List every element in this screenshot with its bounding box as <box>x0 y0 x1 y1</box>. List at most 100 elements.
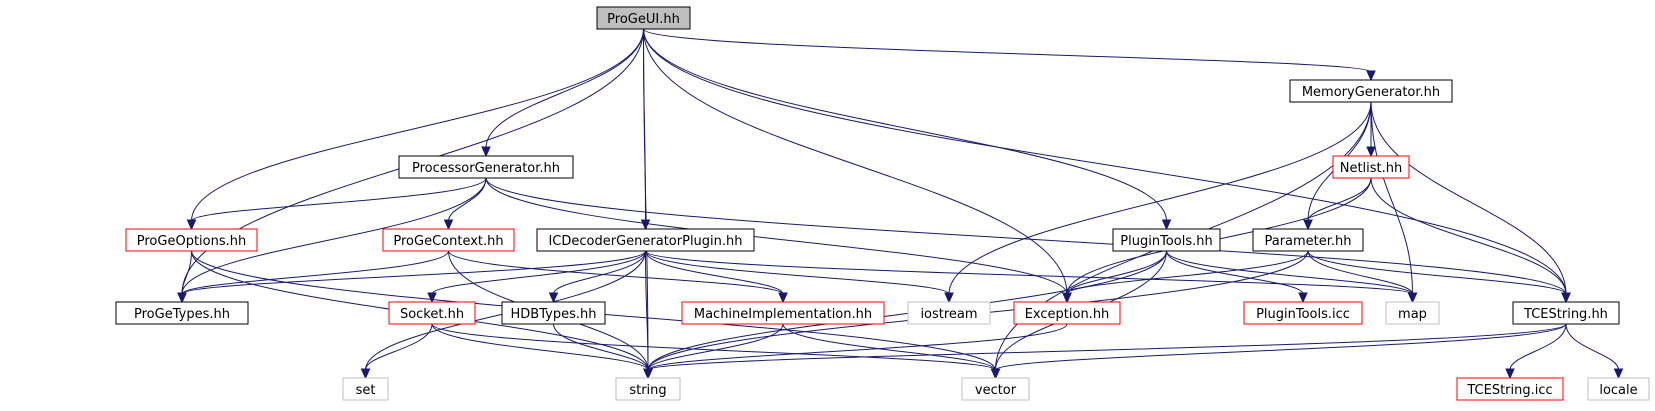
node-icdecoder[interactable]: ICDecoderGeneratorPlugin.hh <box>536 228 755 252</box>
node-label: ProGeContext.hh <box>393 234 503 249</box>
arrowhead-icon <box>177 292 187 304</box>
node-label: HDBTypes.hh <box>511 307 597 322</box>
edge-processorgenerator-to-progeoptions <box>186 177 487 231</box>
node-progeui[interactable]: ProGeUI.hh <box>596 6 691 30</box>
edge-netlist-to-tcestring <box>1370 177 1571 304</box>
arrowhead-icon <box>443 219 454 231</box>
edge-line <box>485 28 644 149</box>
node-plugintools[interactable]: PluginTools.hh <box>1112 228 1221 252</box>
arrowhead-icon <box>944 292 954 304</box>
node-label: TCEString.hh <box>1523 307 1608 322</box>
edge-progeui-to-progeoptions <box>186 28 644 231</box>
edge-memorygenerator-to-map <box>1370 101 1418 304</box>
edge-line <box>1370 101 1413 295</box>
nodes-layer: ProGeUI.hh MemoryGenerator.hh ProcessorG… <box>115 6 1650 401</box>
edge-icdecoder-to-progetypes <box>177 250 646 304</box>
node-progeoptions[interactable]: ProGeOptions.hh <box>125 228 258 252</box>
node-hdbtypes[interactable]: HDBTypes.hh <box>501 301 606 325</box>
edge-line <box>181 250 449 295</box>
edge-line <box>1509 323 1567 371</box>
edge-parameter-to-exception <box>1062 250 1309 304</box>
edge-line <box>181 250 646 295</box>
edge-line <box>643 28 1068 295</box>
node-plugintoolsicc[interactable]: PluginTools.icc <box>1243 301 1363 325</box>
node-locale[interactable]: locale <box>1587 377 1650 401</box>
node-vector[interactable]: vector <box>961 377 1030 401</box>
edge-line <box>448 250 784 295</box>
node-set[interactable]: set <box>342 377 389 401</box>
node-label: locale <box>1599 383 1637 398</box>
arrowhead-icon <box>990 368 1001 380</box>
edge-line <box>647 323 784 371</box>
arrowhead-icon <box>1613 368 1624 380</box>
node-label: Netlist.hh <box>1340 161 1403 176</box>
node-socket[interactable]: Socket.hh <box>388 301 476 325</box>
node-netlist[interactable]: Netlist.hh <box>1332 155 1410 179</box>
edge-line <box>643 28 649 371</box>
node-label: PluginTools.icc <box>1256 307 1350 322</box>
edge-line <box>643 28 1567 295</box>
arrowhead-icon <box>778 292 788 304</box>
edge-line <box>645 250 950 295</box>
arrowhead-icon <box>1298 292 1308 304</box>
node-memorygenerator[interactable]: MemoryGenerator.hh <box>1289 79 1453 103</box>
node-tcestringicc[interactable]: TCEString.icc <box>1456 377 1564 401</box>
node-label: MemoryGenerator.hh <box>1302 85 1440 100</box>
edge-icdecoder-to-hdbtypes <box>548 250 646 304</box>
edge-icdecoder-to-iostream <box>645 250 954 304</box>
arrowhead-icon <box>548 292 559 304</box>
node-machineimpl[interactable]: MachineImplementation.hh <box>681 301 885 325</box>
node-tcestring[interactable]: TCEString.hh <box>1512 301 1620 325</box>
edge-progecontext-to-machineimpl <box>448 250 788 304</box>
edge-line <box>553 250 646 295</box>
edge-line <box>782 323 996 371</box>
edge-socket-to-set <box>360 323 433 380</box>
node-progetypes[interactable]: ProGeTypes.hh <box>115 301 249 325</box>
node-label: iostream <box>920 307 977 322</box>
edge-line <box>1066 250 1309 295</box>
edge-line <box>1307 250 1567 295</box>
edge-line <box>1166 250 1304 295</box>
node-exception[interactable]: Exception.hh <box>1013 301 1121 325</box>
edge-exception-to-string <box>643 323 1068 380</box>
edge-line <box>647 250 1167 371</box>
edge-line <box>1166 250 1413 295</box>
node-progecontext[interactable]: ProGeContext.hh <box>382 228 515 252</box>
edge-line <box>181 250 192 295</box>
edge-line <box>485 177 1567 295</box>
node-processorgenerator[interactable]: ProcessorGenerator.hh <box>398 155 574 179</box>
edge-line <box>647 323 1068 371</box>
edge-line <box>1307 250 1413 295</box>
arrowhead-icon <box>1407 292 1418 304</box>
edge-line <box>181 177 487 295</box>
node-label: ProGeTypes.hh <box>134 307 230 322</box>
edge-line <box>643 28 1372 73</box>
node-string[interactable]: string <box>615 377 681 401</box>
node-label: ProGeOptions.hh <box>137 234 246 249</box>
edge-progeui-to-processorgenerator <box>481 28 644 158</box>
arrowhead-icon <box>1561 292 1571 304</box>
edge-line <box>647 323 1567 371</box>
edge-progeui-to-string <box>643 28 653 380</box>
edge-tcestring-to-tcestringicc <box>1505 323 1567 380</box>
edge-line <box>191 177 487 222</box>
edge-progeui-to-exception <box>643 28 1072 304</box>
node-label: ProGeUI.hh <box>607 12 680 27</box>
edge-plugintools-to-map <box>1166 250 1418 304</box>
node-label: vector <box>975 383 1017 398</box>
edge-line <box>191 28 644 222</box>
arrowhead-icon <box>1303 219 1313 231</box>
edge-line <box>995 323 1567 371</box>
node-map[interactable]: map <box>1385 301 1440 325</box>
edge-icdecoder-to-socket <box>427 250 646 304</box>
node-iostream[interactable]: iostream <box>907 301 991 325</box>
node-label: PluginTools.hh <box>1120 234 1212 249</box>
node-parameter[interactable]: Parameter.hh <box>1252 228 1364 252</box>
edge-progeui-to-plugintools <box>643 28 1172 231</box>
arrowhead-icon <box>427 292 437 304</box>
edge-machineimpl-to-string <box>643 323 784 380</box>
node-label: TCEString.icc <box>1466 383 1552 398</box>
edge-plugintools-to-plugintoolsicc <box>1166 250 1308 304</box>
edge-line <box>448 177 487 222</box>
arrowhead-icon <box>1366 146 1376 158</box>
